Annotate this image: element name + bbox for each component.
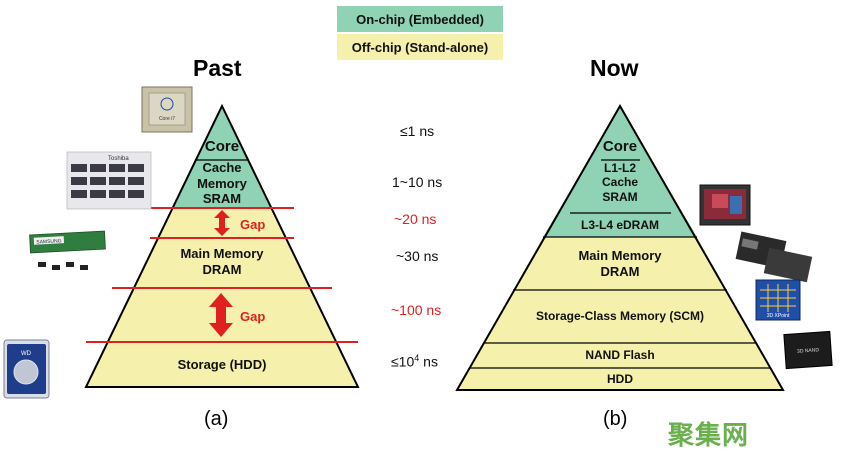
now-hdd-label: HDD xyxy=(607,372,633,386)
ssd-chips-photo xyxy=(735,231,813,283)
past-gap1-label: Gap xyxy=(240,217,266,232)
now-core-label: Core xyxy=(602,138,638,155)
watermark-logo: 聚集网 xyxy=(668,420,750,450)
wafer-chip-photo xyxy=(699,184,751,226)
past-core-region xyxy=(196,106,248,160)
past-core-label: Core xyxy=(204,138,240,155)
now-pyramid xyxy=(455,103,785,391)
scm-chip-photo: 3D XPoint xyxy=(755,279,801,321)
now-green-region xyxy=(543,106,697,237)
past-cache-label: Cache Memory SRAM xyxy=(197,160,247,207)
past-main-region xyxy=(133,238,311,288)
latency-storage-base: ≤10 xyxy=(391,353,415,370)
past-caption: (a) xyxy=(204,408,229,430)
past-outline xyxy=(84,103,360,388)
now-title: Now xyxy=(590,55,639,81)
now-scm-label: Storage-Class Memory (SCM) xyxy=(535,309,705,323)
past-storage-region xyxy=(86,342,358,387)
latency-main: ~30 ns xyxy=(396,248,439,264)
latency-gap1: ~20 ns xyxy=(394,211,437,227)
latency-storage: ≤104 ns xyxy=(391,353,438,370)
now-caption: (b) xyxy=(603,408,628,430)
past-gap2-label: Gap xyxy=(240,309,266,324)
legend-off-chip: Off-chip (Stand-alone) xyxy=(337,34,503,60)
latency-storage-unit: ns xyxy=(419,353,438,370)
now-edram-label: L3-L4 eDRAM xyxy=(580,218,659,232)
latency-core: ≤1 ns xyxy=(400,123,435,139)
hdd-photo: WD xyxy=(3,339,50,399)
now-nand-label: NAND Flash xyxy=(585,348,655,362)
latency-cache: 1~10 ns xyxy=(392,174,443,190)
past-title: Past xyxy=(193,55,242,81)
nand-chip-label: 3D NAND xyxy=(797,347,820,355)
cpu-chip-photo: Core i7 xyxy=(141,86,193,133)
nand-chip-photo: 3D NAND xyxy=(783,330,833,370)
past-gap2-arrow xyxy=(209,293,233,337)
past-pyramid xyxy=(84,103,360,388)
dram-module-photo: SAMSUNG xyxy=(29,230,106,270)
legend-on-chip: On-chip (Embedded) xyxy=(337,6,503,32)
past-gap1-arrow xyxy=(214,210,230,236)
now-yellow-region xyxy=(457,237,783,390)
cpu-chip-label: Core i7 xyxy=(159,116,175,122)
dram-module-label: SAMSUNG xyxy=(36,238,62,245)
latency-storage-exponent: 4 xyxy=(414,353,420,363)
latency-gap2: ~100 ns xyxy=(391,302,442,318)
scm-chip-label: 3D XPoint xyxy=(767,313,790,319)
sram-chips-photo: Toshiba xyxy=(66,151,152,210)
now-main-label: Main Memory DRAM xyxy=(578,248,662,279)
past-main-label: Main Memory DRAM xyxy=(180,246,264,277)
sram-chips-label: Toshiba xyxy=(108,156,129,162)
past-storage-label: Storage (HDD) xyxy=(177,357,267,372)
hdd-label: WD xyxy=(21,351,32,357)
past-cache-region xyxy=(172,160,272,208)
now-outline xyxy=(455,103,785,391)
now-cache-label: L1-L2 Cache SRAM xyxy=(601,161,639,204)
